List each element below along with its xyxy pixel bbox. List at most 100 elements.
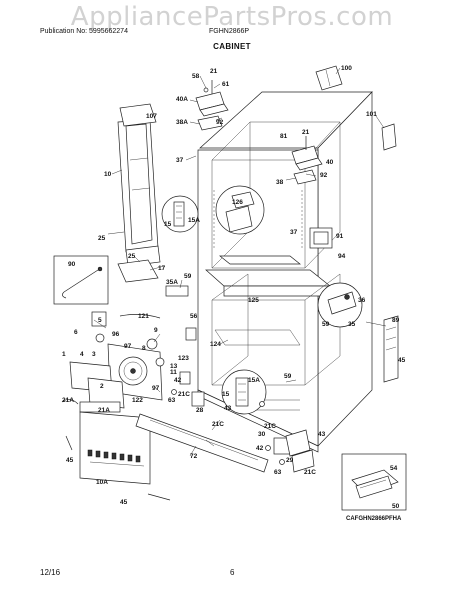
publication-number: Publication No: 5995662274 xyxy=(40,28,128,35)
inset-icemaker-box xyxy=(341,453,407,511)
fan-housing-assembly xyxy=(69,343,163,413)
callout-3: 3 xyxy=(92,351,96,358)
callout-21c-c: 21C xyxy=(264,423,276,430)
detail-circle-center xyxy=(215,185,265,235)
callout-59c: 59 xyxy=(284,373,292,380)
callout-29: 29 xyxy=(286,457,294,464)
callout-1: 1 xyxy=(62,351,66,358)
callout-92b: 92 xyxy=(320,172,328,179)
section-title: CABINET xyxy=(213,42,251,51)
callout-10a: 10A xyxy=(96,479,108,486)
callout-15-lower: 15 xyxy=(222,391,230,398)
callout-72: 72 xyxy=(190,453,198,460)
callout-45c: 45 xyxy=(120,499,128,506)
bracket-91 xyxy=(309,227,333,249)
inset-90-box xyxy=(53,255,109,305)
hinge-cover-101 xyxy=(381,123,397,151)
callout-45b: 45 xyxy=(66,457,74,464)
callout-90: 90 xyxy=(68,261,76,268)
callout-94: 94 xyxy=(338,253,346,260)
callout-35b: 35 xyxy=(348,321,356,328)
callout-11: 11 xyxy=(170,369,177,376)
callout-21: 21 xyxy=(210,68,218,75)
callout-107: 107 xyxy=(146,113,157,120)
callout-101: 101 xyxy=(366,111,377,118)
callout-50: 50 xyxy=(392,503,400,510)
callout-124: 124 xyxy=(210,341,221,348)
callout-15-upper: 15 xyxy=(164,221,172,228)
bottom-hinge-right xyxy=(285,429,315,473)
callout-38b: 38 xyxy=(276,179,284,186)
callout-13: 13 xyxy=(170,363,178,370)
detail-circle-right xyxy=(317,282,363,328)
callout-2: 2 xyxy=(100,383,104,390)
callout-123: 123 xyxy=(178,355,189,362)
callout-15a-upper: 15A xyxy=(188,217,200,224)
callout-92a: 92 xyxy=(216,119,224,126)
callout-21b: 21 xyxy=(302,129,310,136)
callout-121: 121 xyxy=(138,313,149,320)
callout-6: 6 xyxy=(74,329,78,336)
callout-9: 9 xyxy=(154,327,158,334)
callout-21c-b: 21C xyxy=(212,421,224,428)
inset-caption: CAFGHN2866PFHA xyxy=(346,516,402,522)
callout-100: 100 xyxy=(341,65,352,72)
callout-63a: 63 xyxy=(168,397,176,404)
vent-slots xyxy=(87,449,141,463)
callout-40a: 40A xyxy=(176,96,188,103)
callout-30: 30 xyxy=(258,431,266,438)
callout-40b: 40 xyxy=(326,159,334,166)
callout-21c-a: 21C xyxy=(178,391,190,398)
leader-lines xyxy=(93,67,387,457)
air-duct-panel xyxy=(117,103,161,283)
callout-35a: 35A xyxy=(166,279,178,286)
small-components xyxy=(61,285,291,501)
callout-97a: 97 xyxy=(124,343,132,350)
callout-labels: 100 58 21 61 40A 107 38A 92 37 101 81 21… xyxy=(62,65,406,522)
callout-96: 96 xyxy=(112,331,120,338)
callout-38a: 38A xyxy=(176,119,188,126)
cabinet-exploded-diagram: 100 58 21 61 40A 107 38A 92 37 101 81 21… xyxy=(53,65,407,522)
callout-59b: 59 xyxy=(322,321,330,328)
callout-89: 89 xyxy=(392,317,400,324)
callout-63b: 63 xyxy=(274,469,282,476)
callout-10: 10 xyxy=(104,171,112,178)
callout-17: 17 xyxy=(158,265,166,272)
callout-36: 36 xyxy=(358,297,366,304)
callout-25b: 25 xyxy=(128,253,136,260)
hinge-cover-100 xyxy=(315,65,343,91)
top-hinge-right xyxy=(291,136,323,185)
callout-97b: 97 xyxy=(152,385,160,392)
callout-25a: 25 xyxy=(98,235,106,242)
callout-91: 91 xyxy=(336,233,344,240)
callout-4: 4 xyxy=(80,351,84,358)
callout-42b: 42 xyxy=(256,445,264,452)
callout-43a: 43 xyxy=(224,405,232,412)
callout-61: 61 xyxy=(222,81,230,88)
footer-page-number: 6 xyxy=(230,568,235,577)
footer-date: 12/16 xyxy=(40,568,61,577)
callout-8: 8 xyxy=(142,345,146,352)
callout-21a-b: 21A xyxy=(98,407,110,414)
callout-28: 28 xyxy=(196,407,204,414)
cover-panel-10a xyxy=(79,411,151,485)
model-number: FGHN2866P xyxy=(209,28,250,35)
callout-81: 81 xyxy=(280,133,288,140)
top-hinge-left xyxy=(195,80,229,131)
callout-59a: 59 xyxy=(184,273,192,280)
callout-45a: 45 xyxy=(398,357,406,364)
callout-21a-a: 21A xyxy=(62,397,74,404)
callout-42: 42 xyxy=(174,377,182,384)
site-watermark: AppliancePartsPros.com xyxy=(70,2,394,32)
callout-54: 54 xyxy=(390,465,398,472)
callout-21c-d: 21C xyxy=(304,469,316,476)
kick-plate-72 xyxy=(135,413,269,473)
callout-43b: 43 xyxy=(318,431,326,438)
callout-5: 5 xyxy=(98,317,102,324)
callout-15a-lower: 15A xyxy=(248,377,260,384)
callout-122: 122 xyxy=(132,397,143,404)
callout-56: 56 xyxy=(190,313,198,320)
callout-58: 58 xyxy=(192,73,200,80)
callout-37a: 37 xyxy=(176,157,184,164)
